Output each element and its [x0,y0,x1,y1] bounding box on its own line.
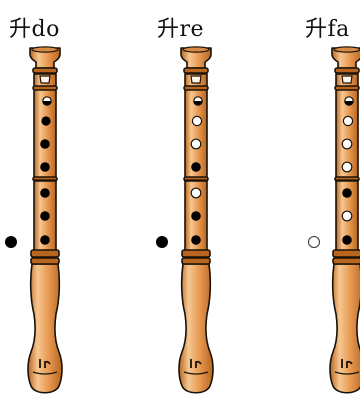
fingering-chart-sharp-do: 升do [0,0,100,401]
finger-hole-closed [41,116,50,125]
finger-hole-closed [40,162,50,172]
finger-hole-closed [342,235,352,245]
ring [182,258,210,264]
recorder-icon [170,46,222,401]
mouthpiece-top [334,47,360,52]
ring [335,86,359,90]
recorder-icon [321,46,360,401]
ring [33,68,57,73]
ring [184,86,208,90]
fingering-chart-sharp-re: 升re [138,0,238,401]
finger-hole-open [192,116,201,125]
note-label: 升re [157,11,204,43]
recorder-icon [19,46,71,401]
window [342,76,352,83]
finger-hole-open [342,162,352,172]
mouthpiece-top [183,47,209,52]
fingering-chart-sharp-fa: 升fa [284,0,360,401]
finger-hole-open [191,188,201,198]
ring [333,250,360,257]
ring [31,250,59,257]
thumb-hole-indicator [308,236,320,248]
finger-hole-closed [342,188,352,198]
finger-hole-closed [191,235,201,245]
finger-hole-closed [40,211,50,221]
finger-hole-closed [191,162,201,172]
finger-hole-closed [40,188,50,198]
thumb-hole-indicator [5,236,17,248]
finger-hole-open [342,211,352,221]
ring [33,86,57,90]
note-label: 升do [9,11,60,43]
finger-hole-closed [40,139,50,149]
ring [184,68,208,73]
window [40,76,50,83]
window [191,76,201,83]
finger-hole-open [342,139,352,149]
mouthpiece-top [32,47,58,52]
finger-hole-open [191,139,201,149]
finger-hole-closed [191,211,201,221]
ring [31,258,59,264]
ring [333,258,360,264]
finger-hole-closed [40,235,50,245]
ring [182,250,210,257]
note-label: 升fa [305,11,350,43]
finger-hole-open [343,116,352,125]
thumb-hole-indicator [156,236,168,248]
ring [335,68,359,73]
